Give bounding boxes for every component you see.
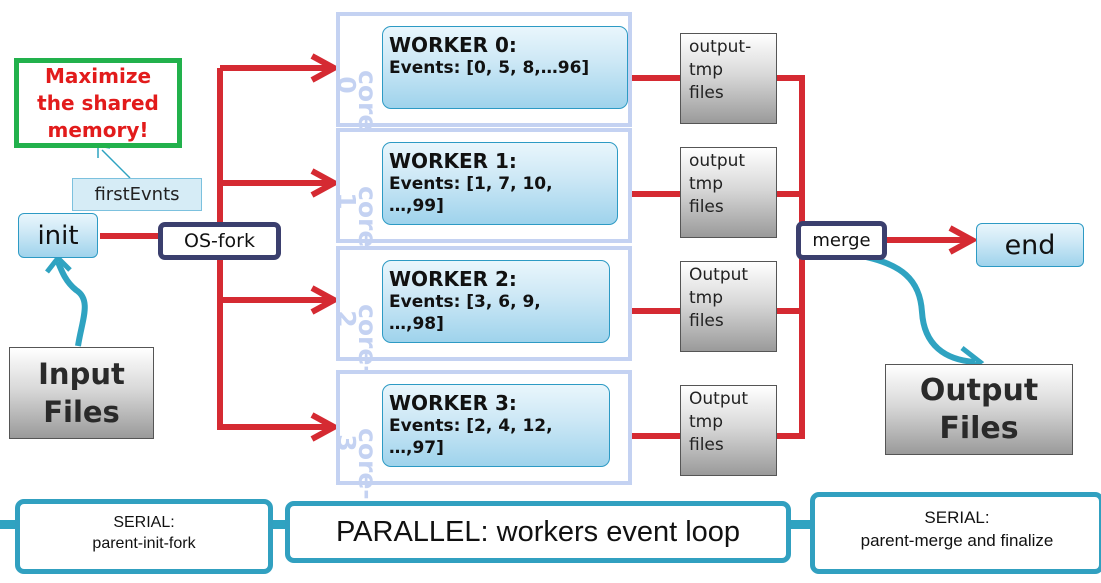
core-1-label: core-1: [332, 186, 382, 258]
core-2-lane: core-2 WORKER 2: Events: [3, 6, 9, …,98]: [332, 246, 632, 376]
end-arrowhead: [948, 225, 979, 255]
worker-0-title: WORKER 0:: [389, 33, 517, 57]
worker-0-box: WORKER 0: Events: [0, 5, 8,…96]: [382, 26, 628, 109]
arrowhead-0: [310, 53, 341, 83]
worker-2-events: Events: [3, 6, 9, …,98]: [389, 292, 541, 334]
worker-2-title: WORKER 2:: [389, 267, 517, 291]
output-tmp-3: Output tmp files: [680, 385, 777, 476]
core-1-lane: core-1 WORKER 1: Events: [1, 7, 10, …,99…: [332, 128, 632, 258]
core-0-lane: core-0 WORKER 0: Events: [0, 5, 8,…96]: [332, 12, 632, 142]
serial-init-line2: parent-init-fork: [92, 535, 196, 552]
serial-init-line1: SERIAL:: [113, 514, 175, 531]
first-evnts-label: firstEvnts: [72, 178, 202, 211]
merge-node: merge: [796, 221, 887, 260]
os-fork-node: OS-fork: [158, 222, 281, 260]
init-node: init: [18, 213, 98, 258]
end-label: end: [1004, 229, 1056, 261]
output-tmp-0-label: output- tmp files: [689, 37, 752, 103]
core-3-label: core-3: [332, 428, 382, 500]
output-files-label: Output Files: [919, 372, 1039, 446]
merge-label: merge: [812, 230, 871, 251]
input-to-init-arrow: [55, 260, 88, 347]
core-3-lane: core-3 WORKER 3: Events: [2, 4, 12, …,97…: [332, 370, 632, 500]
output-tmp-1: output tmp files: [680, 147, 777, 238]
serial-merge-line2: parent-merge and finalize: [860, 531, 1054, 550]
parallel-box: PARALLEL: workers event loop: [285, 501, 791, 563]
shared-memory-note-text: Maximize the shared memory!: [37, 63, 159, 142]
input-files-label: Input Files: [38, 357, 125, 429]
parallel-label: PARALLEL: workers event loop: [335, 515, 741, 548]
firstevnts-arrow: [101, 149, 131, 179]
worker-3-events: Events: [2, 4, 12, …,97]: [389, 416, 553, 458]
input-files-box: Input Files: [9, 347, 154, 439]
worker-3-title: WORKER 3:: [389, 391, 517, 415]
input-arrowhead: [45, 254, 72, 274]
arrowhead-2: [310, 285, 341, 315]
merge-to-output-arrow: [849, 251, 976, 365]
shared-memory-note: Maximize the shared memory!: [14, 58, 182, 148]
worker-3-box: WORKER 3: Events: [2, 4, 12, …,97]: [382, 384, 610, 467]
output-tmp-0: output- tmp files: [680, 33, 777, 124]
output-tmp-2: Output tmp files: [680, 261, 777, 352]
worker-0-events: Events: [0, 5, 8,…96]: [389, 58, 590, 78]
os-fork-label: OS-fork: [184, 230, 255, 252]
init-label: init: [37, 220, 79, 251]
output-tmp-3-label: Output tmp files: [689, 389, 749, 455]
arrowhead-1: [310, 168, 341, 198]
worker-1-box: WORKER 1: Events: [1, 7, 10, …,99]: [382, 142, 618, 225]
output-tmp-2-label: Output tmp files: [689, 265, 749, 331]
core-0-label: core-0: [332, 70, 382, 142]
first-evnts-text: firstEvnts: [94, 184, 180, 205]
output-tmp-1-label: output tmp files: [689, 151, 746, 217]
end-node: end: [976, 223, 1084, 267]
core-2-label: core-2: [332, 304, 382, 376]
worker-1-title: WORKER 1:: [389, 149, 517, 173]
output-files-box: Output Files: [885, 364, 1073, 455]
serial-merge-line1: SERIAL:: [924, 508, 990, 527]
arrowhead-3: [310, 412, 341, 442]
worker-1-events: Events: [1, 7, 10, …,99]: [389, 174, 553, 216]
serial-init-box: SERIAL: parent-init-fork: [15, 499, 273, 574]
worker-2-box: WORKER 2: Events: [3, 6, 9, …,98]: [382, 260, 610, 343]
serial-merge-box: SERIAL: parent-merge and finalize: [810, 492, 1101, 574]
